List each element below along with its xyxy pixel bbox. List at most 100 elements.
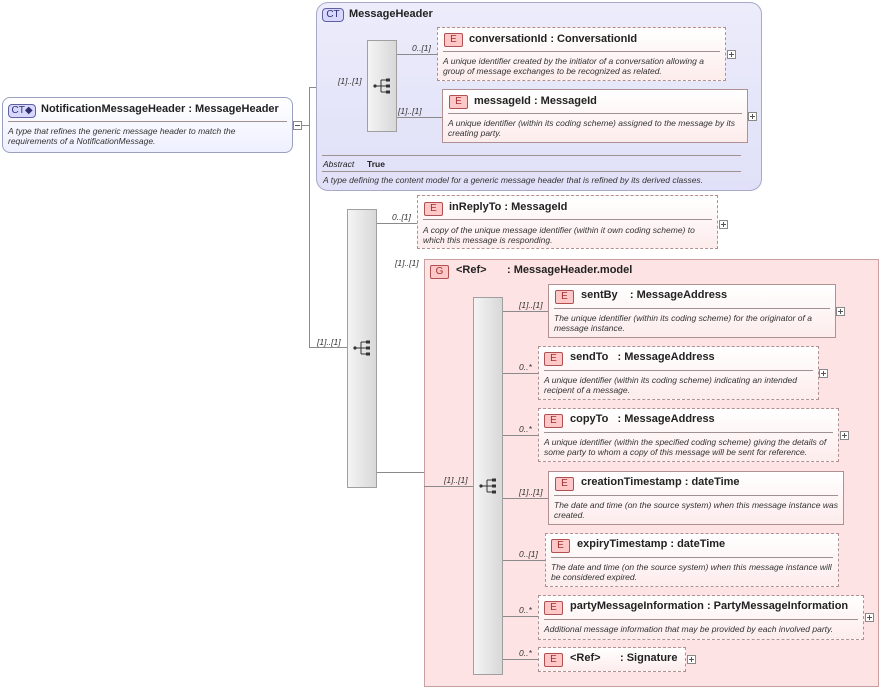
element-badge: E bbox=[551, 539, 570, 553]
element-name: creationTimestamp : dateTime bbox=[581, 476, 740, 488]
connector bbox=[503, 373, 538, 374]
divider bbox=[544, 619, 858, 620]
element-expirytimestamp[interactable]: E expiryTimestamp : dateTime The date an… bbox=[545, 533, 839, 587]
expand-toggle[interactable] bbox=[719, 220, 728, 229]
complex-type-badge: CT◆ bbox=[8, 104, 36, 118]
cardinality-group: [1]..[1] bbox=[395, 258, 419, 268]
element-name: copyTo : MessageAddress bbox=[570, 413, 715, 425]
connector bbox=[503, 435, 538, 436]
cardinality-partymessageinformation: 0..* bbox=[519, 605, 532, 615]
expand-toggle[interactable] bbox=[840, 431, 849, 440]
element-messageid[interactable]: E messageId : MessageId A unique identif… bbox=[442, 89, 748, 143]
cardinality-conversationid: 0..[1] bbox=[412, 43, 431, 53]
message-header-title: MessageHeader bbox=[349, 8, 433, 20]
root-type-box[interactable]: CT◆ NotificationMessageHeader : MessageH… bbox=[2, 97, 293, 153]
element-desc: A unique identifier (within its coding s… bbox=[544, 375, 797, 395]
sequence-icon bbox=[353, 340, 370, 356]
element-ref-signature[interactable]: E <Ref> : Signature bbox=[538, 647, 686, 672]
connector bbox=[296, 125, 309, 126]
connector bbox=[309, 87, 310, 348]
expand-toggle[interactable] bbox=[836, 307, 845, 316]
element-desc: Additional message information that may … bbox=[544, 624, 834, 634]
connector bbox=[397, 54, 437, 55]
divider bbox=[322, 155, 741, 156]
element-badge: E bbox=[544, 653, 563, 667]
cardinality-inreplyto: 0..[1] bbox=[392, 212, 411, 222]
connector bbox=[503, 560, 545, 561]
group-badge: G bbox=[430, 265, 449, 279]
element-desc: The unique identifier (within its coding… bbox=[554, 313, 812, 333]
element-creationtimestamp[interactable]: E creationTimestamp : dateTime The date … bbox=[548, 471, 844, 525]
cardinality-expirytimestamp: 0..[1] bbox=[519, 549, 538, 559]
cardinality-messageid: [1]..[1] bbox=[398, 106, 422, 116]
element-badge: E bbox=[444, 33, 463, 47]
element-inreplyto[interactable]: E inReplyTo : MessageId A copy of the un… bbox=[417, 195, 718, 249]
element-name: messageId : MessageId bbox=[474, 95, 597, 107]
expand-toggle[interactable] bbox=[865, 613, 874, 622]
cardinality-signature: 0..* bbox=[519, 648, 532, 658]
connector bbox=[503, 659, 538, 660]
connector bbox=[503, 311, 548, 312]
divider bbox=[554, 495, 838, 496]
element-name: inReplyTo : MessageId bbox=[449, 201, 568, 213]
expand-toggle[interactable] bbox=[819, 369, 828, 378]
element-badge: E bbox=[544, 414, 563, 428]
message-header-desc: A type defining the content model for a … bbox=[323, 175, 704, 185]
element-desc: A copy of the unique message identifier … bbox=[423, 225, 695, 245]
element-sentby[interactable]: E sentBy : MessageAddress The unique ide… bbox=[548, 284, 836, 338]
divider bbox=[554, 308, 830, 309]
expand-toggle[interactable] bbox=[727, 50, 736, 59]
element-partymessageinformation[interactable]: E partyMessageInformation : PartyMessage… bbox=[538, 595, 864, 640]
element-ref: <Ref> bbox=[570, 652, 601, 664]
element-name: conversationId : ConversationId bbox=[469, 33, 638, 45]
expand-toggle[interactable] bbox=[748, 112, 757, 121]
element-name: expiryTimestamp : dateTime bbox=[577, 538, 726, 550]
element-name: sendTo : MessageAddress bbox=[570, 351, 715, 363]
collapse-toggle[interactable] bbox=[293, 121, 302, 130]
element-badge: E bbox=[544, 352, 563, 366]
element-badge: E bbox=[449, 95, 468, 109]
cardinality-outer-sequence: [1]..[1] bbox=[317, 337, 341, 347]
cardinality-sequence: [1]..[1] bbox=[338, 76, 362, 86]
connector bbox=[397, 117, 442, 118]
element-desc: A unique identifier (within the specifie… bbox=[544, 437, 827, 457]
element-desc: The date and time (on the source system)… bbox=[551, 562, 832, 582]
element-badge: E bbox=[555, 290, 574, 304]
group-name: : MessageHeader.model bbox=[507, 264, 633, 276]
element-badge: E bbox=[424, 202, 443, 216]
divider bbox=[551, 557, 833, 558]
element-copyto[interactable]: E copyTo : MessageAddress A unique ident… bbox=[538, 408, 839, 462]
connector bbox=[377, 223, 417, 224]
abstract-label: Abstract bbox=[323, 159, 355, 169]
complex-type-badge: CT bbox=[322, 8, 344, 22]
sequence-icon bbox=[479, 478, 496, 494]
root-type-title: NotificationMessageHeader : MessageHeade… bbox=[41, 103, 279, 115]
connector bbox=[503, 616, 538, 617]
element-name: partyMessageInformation : PartyMessageIn… bbox=[570, 600, 849, 612]
element-badge: E bbox=[555, 477, 574, 491]
element-desc: A unique identifier (within its coding s… bbox=[448, 118, 735, 138]
divider bbox=[448, 113, 742, 114]
connector bbox=[424, 486, 473, 487]
cardinality-group-sequence: [1]..[1] bbox=[444, 475, 468, 485]
divider bbox=[8, 121, 287, 122]
element-conversationid[interactable]: E conversationId : ConversationId A uniq… bbox=[437, 27, 726, 81]
connector bbox=[309, 347, 347, 348]
divider bbox=[322, 171, 741, 172]
expand-toggle[interactable] bbox=[687, 655, 696, 664]
cardinality-copyto: 0..* bbox=[519, 424, 532, 434]
connector bbox=[503, 498, 548, 499]
element-badge: E bbox=[544, 601, 563, 615]
divider bbox=[443, 51, 720, 52]
group-ref: <Ref> bbox=[456, 264, 487, 276]
element-desc: The date and time (on the source system)… bbox=[554, 500, 838, 520]
connector bbox=[377, 472, 424, 473]
divider bbox=[544, 370, 813, 371]
sequence-icon bbox=[373, 78, 390, 94]
element-desc: A unique identifier created by the initi… bbox=[443, 56, 704, 76]
cardinality-sentby: [1]..[1] bbox=[519, 300, 543, 310]
element-type: : Signature bbox=[620, 652, 678, 664]
element-name: sentBy : MessageAddress bbox=[581, 289, 728, 301]
element-sendto[interactable]: E sendTo : MessageAddress A unique ident… bbox=[538, 346, 819, 400]
element-icon: ◆ bbox=[24, 105, 33, 116]
